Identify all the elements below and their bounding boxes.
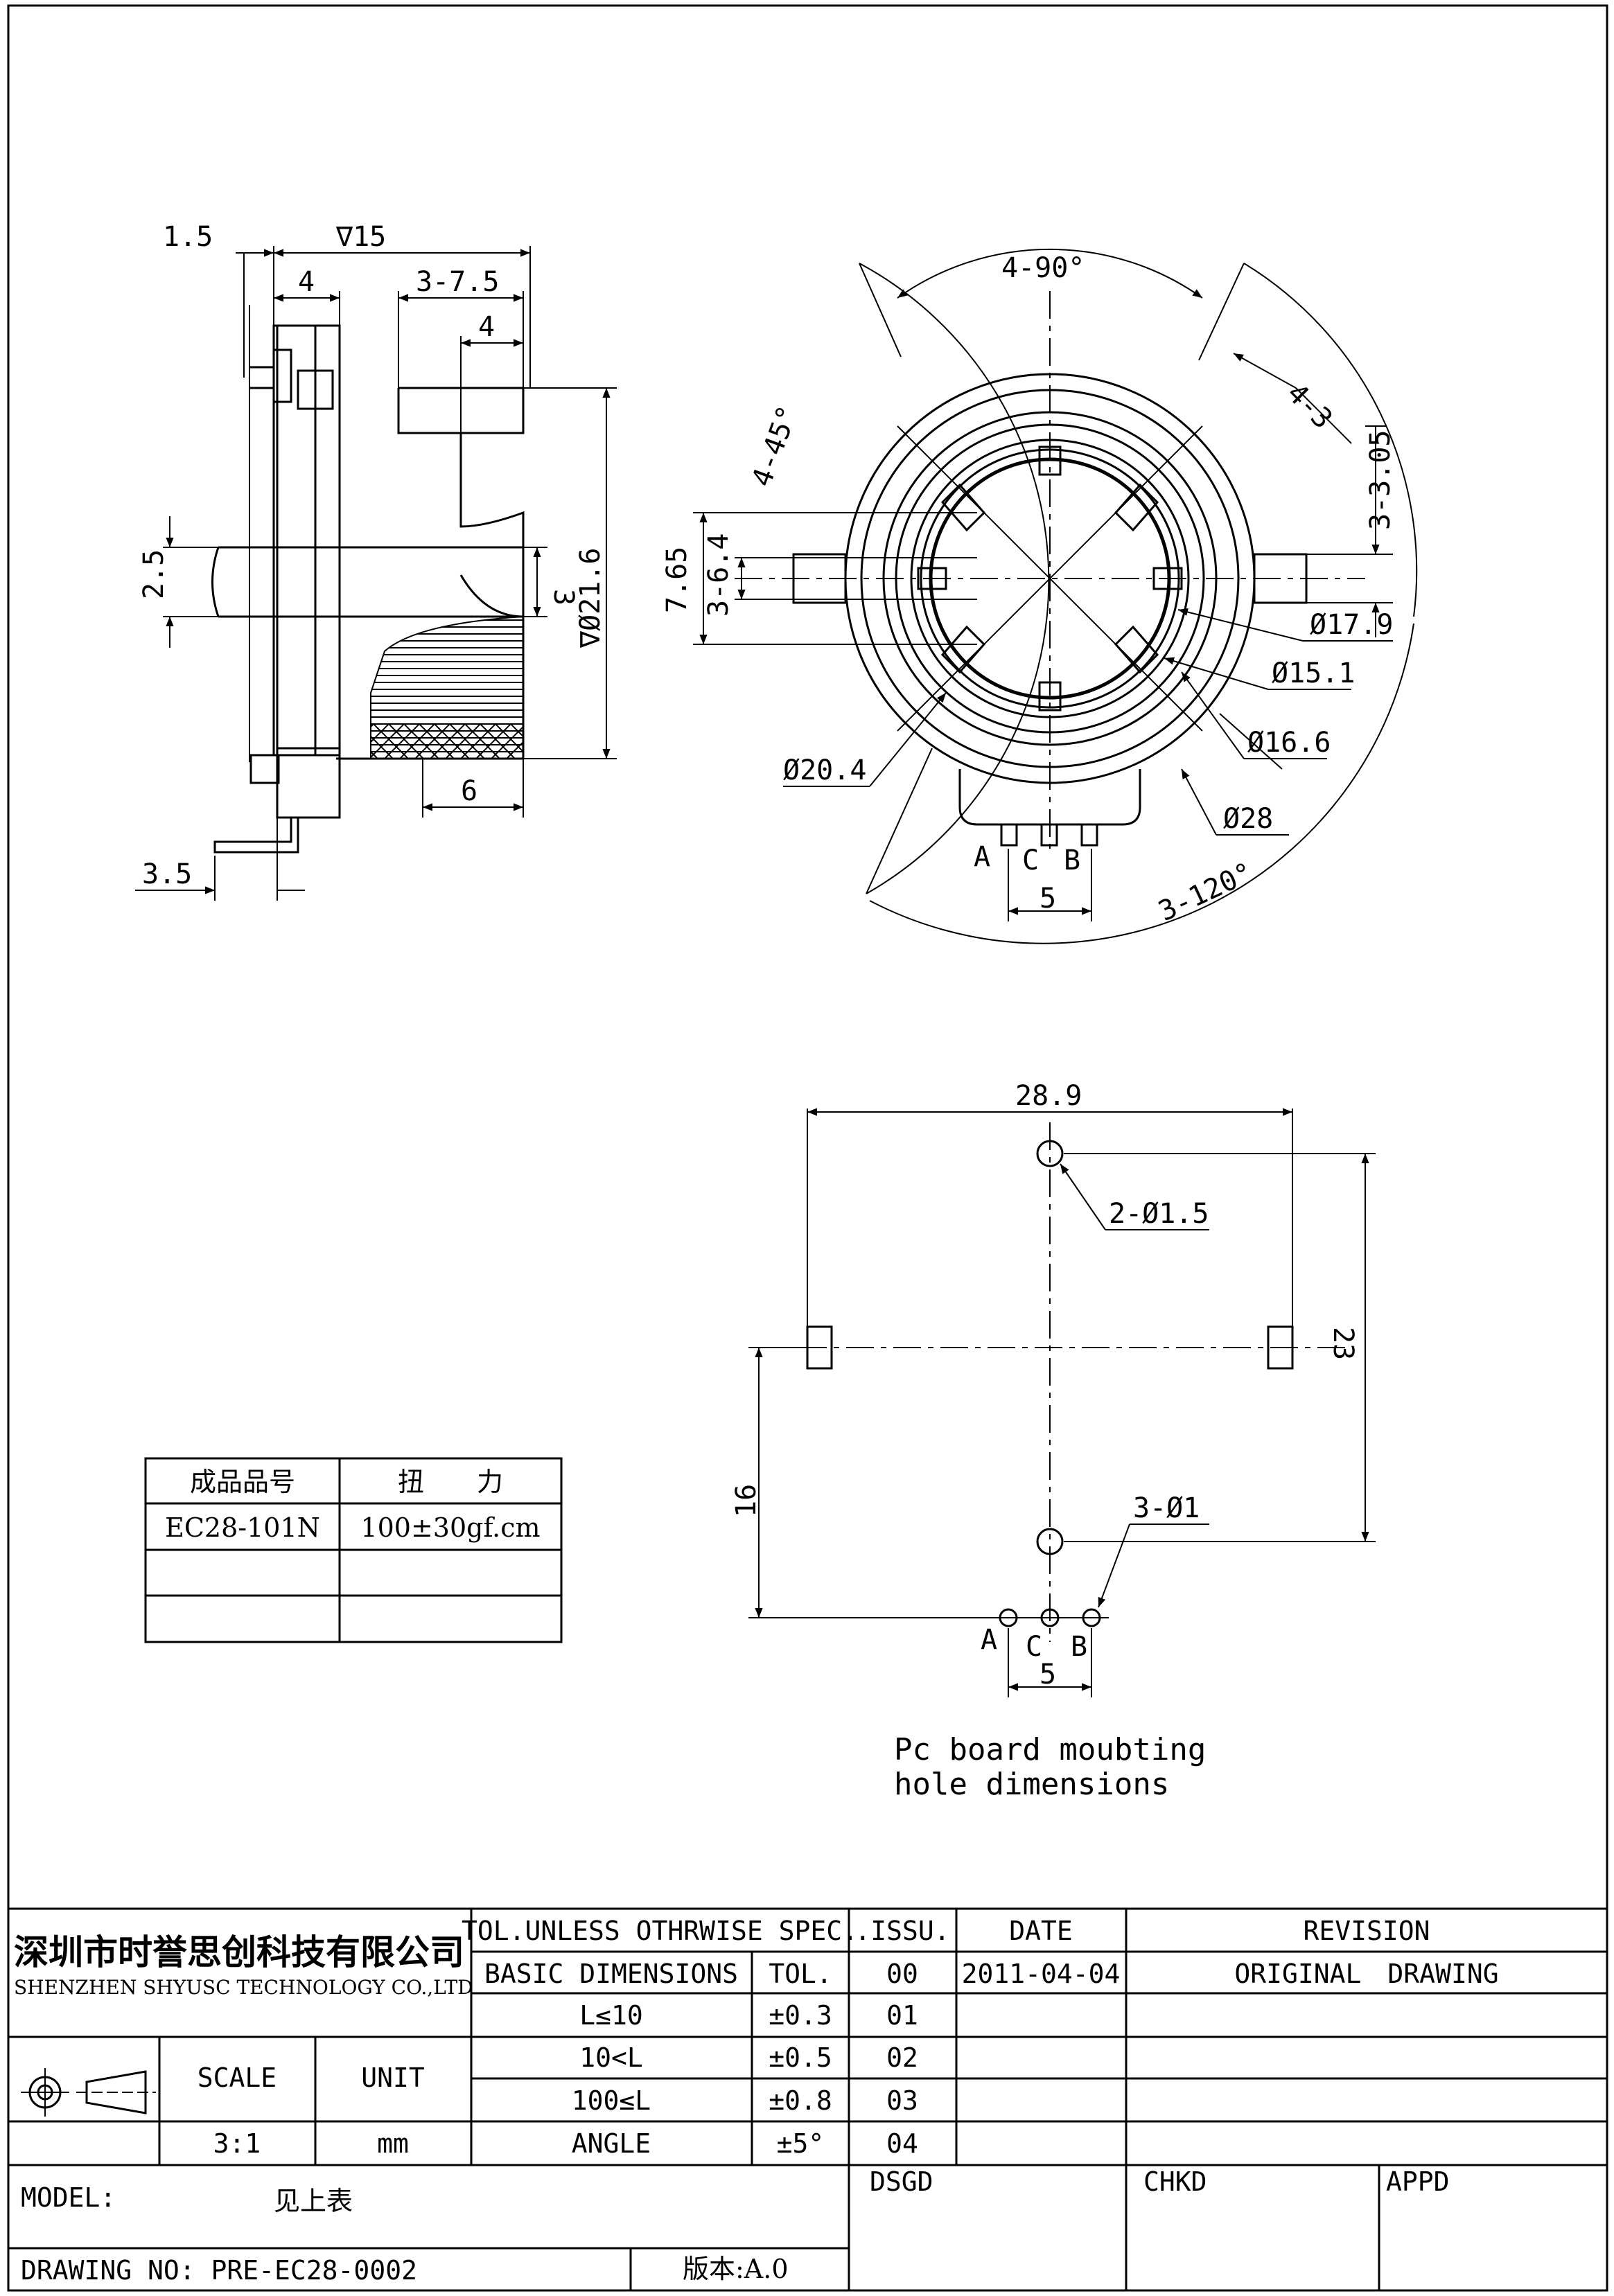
pin-c-label: C bbox=[1022, 845, 1039, 876]
issu-header: .ISSU. bbox=[854, 1916, 949, 1946]
title-block-text: 深圳市时誉思创科技有限公司 SHENZHEN SHYUSC TECHNOLOGY… bbox=[14, 1916, 1499, 2286]
dim-3-1: 3-Ø1 bbox=[1133, 1492, 1200, 1524]
tol-range-1: L≤10 bbox=[579, 2000, 643, 2031]
company-name-en: SHENZHEN SHYUSC TECHNOLOGY CO.,LTD bbox=[14, 1976, 473, 1999]
dim-7-65: 7.65 bbox=[661, 547, 693, 613]
dim-4-inner: 4 bbox=[478, 311, 495, 343]
spec-cell-torque: 100±30gf.cm bbox=[360, 1512, 540, 1543]
dim-2-5: 2.5 bbox=[138, 549, 170, 599]
tol-header: TOL.UNLESS OTHRWISE SPEC. bbox=[462, 1916, 858, 1946]
issue-00: 00 bbox=[886, 1959, 918, 1989]
dim-20-4: Ø20.4 bbox=[783, 754, 866, 786]
revision-00: ORIGINAL DRAWING bbox=[1234, 1959, 1498, 1989]
spec-table bbox=[144, 1457, 563, 1643]
tol-value-1: ±0.3 bbox=[769, 2000, 832, 2031]
dim-5-front: 5 bbox=[1040, 883, 1056, 915]
dim-15: ∇15 bbox=[335, 221, 386, 253]
version-label: 版本:A.0 bbox=[683, 2254, 789, 2284]
front-view-labels: 4-90° 4-45° 4-3 3-3.05 7.65 3-6.4 Ø17.9 … bbox=[661, 252, 1396, 928]
tol-range-3: 100≤L bbox=[572, 2085, 651, 2116]
dim-17-9: Ø17.9 bbox=[1310, 609, 1393, 641]
sheet-border bbox=[7, 4, 1608, 2292]
spec-header-torque: 扭 力 bbox=[398, 1467, 503, 1497]
dim-3: 3 bbox=[547, 589, 579, 606]
dim-28-9: 28.9 bbox=[1015, 1080, 1082, 1112]
basic-dims-label: BASIC DIMENSIONS bbox=[484, 1959, 738, 1989]
dim-16-6: Ø16.6 bbox=[1247, 727, 1331, 759]
dim-3-3-05: 3-3.05 bbox=[1365, 430, 1396, 531]
dim-23: 23 bbox=[1327, 1327, 1359, 1360]
company-name-cn: 深圳市时誉思创科技有限公司 bbox=[14, 1932, 464, 1972]
dim-6: 6 bbox=[461, 775, 477, 807]
dim-4-top: 4 bbox=[298, 266, 315, 298]
tol-range-2: 10<L bbox=[579, 2042, 643, 2073]
pin-b-label: B bbox=[1064, 845, 1080, 876]
pcb-pin-c-label: C bbox=[1026, 1631, 1042, 1663]
side-view bbox=[135, 246, 617, 901]
pin-a-label: A bbox=[974, 841, 990, 873]
unit-label: UNIT bbox=[361, 2063, 425, 2093]
unit-value: mm bbox=[377, 2128, 409, 2159]
pcb-pin-a-label: A bbox=[981, 1624, 997, 1656]
tol-value-3: ±0.8 bbox=[769, 2085, 832, 2116]
spec-header-part: 成品品号 bbox=[190, 1467, 295, 1497]
side-view-labels: 1.5 ∇15 4 3-7.5 4 2.5 3 ∇Ø21.6 6 3.5 bbox=[138, 221, 606, 890]
pcb-view bbox=[748, 1108, 1376, 1697]
tol-range-angle: ANGLE bbox=[572, 2128, 651, 2159]
dim-3-5: 3.5 bbox=[142, 858, 192, 890]
pcb-note-line2: hole dimensions bbox=[894, 1767, 1169, 1802]
front-view bbox=[693, 248, 1418, 944]
revision-header: REVISION bbox=[1303, 1916, 1430, 1946]
dim-2-1-5: 2-Ø1.5 bbox=[1109, 1198, 1209, 1230]
tol-value-2: ±0.5 bbox=[769, 2042, 832, 2073]
issue-04: 04 bbox=[886, 2128, 918, 2159]
chkd-label: CHKD bbox=[1143, 2166, 1207, 2197]
dim-3-120: 3-120° bbox=[1154, 856, 1258, 928]
model-label: MODEL: bbox=[21, 2182, 116, 2213]
model-value: 见上表 bbox=[274, 2186, 353, 2216]
dim-3-7-5: 3-7.5 bbox=[416, 266, 499, 298]
date-00: 2011-04-04 bbox=[962, 1959, 1121, 1989]
scale-label: SCALE bbox=[198, 2063, 277, 2093]
projection-symbol bbox=[21, 2068, 156, 2117]
dsgd-label: DSGD bbox=[870, 2166, 933, 2197]
spec-cell-part: EC28-101N bbox=[165, 1512, 320, 1543]
dim-1-5: 1.5 bbox=[163, 221, 213, 253]
dim-4-45: 4-45° bbox=[746, 402, 804, 491]
pcb-note-line1: Pc board moubting bbox=[894, 1732, 1206, 1767]
title-block bbox=[8, 1907, 1607, 2290]
dim-4-3: 4-3 bbox=[1281, 378, 1339, 436]
drawing-number: DRAWING NO: PRE-EC28-0002 bbox=[21, 2255, 417, 2286]
tol-label: TOL. bbox=[769, 1959, 832, 1989]
pcb-pin-b-label: B bbox=[1071, 1631, 1087, 1663]
dim-5-pcb: 5 bbox=[1040, 1659, 1056, 1690]
dim-16: 16 bbox=[730, 1484, 762, 1517]
dim-28: Ø28 bbox=[1223, 803, 1273, 835]
issue-03: 03 bbox=[886, 2085, 918, 2116]
issue-01: 01 bbox=[886, 2000, 918, 2031]
dim-3-6-4: 3-6.4 bbox=[703, 533, 735, 617]
scale-value: 3:1 bbox=[213, 2128, 261, 2159]
tol-value-angle: ±5° bbox=[777, 2128, 825, 2159]
appd-label: APPD bbox=[1386, 2166, 1450, 2197]
dim-21-6: ∇Ø21.6 bbox=[574, 548, 606, 649]
spec-table-text: 成品品号 扭 力 EC28-101N 100±30gf.cm bbox=[165, 1467, 540, 1543]
dim-4-90: 4-90° bbox=[1001, 252, 1085, 284]
dim-15-1: Ø15.1 bbox=[1272, 657, 1355, 689]
pcb-view-labels: 28.9 2-Ø1.5 23 16 3-Ø1 5 A C B Pc board … bbox=[730, 1080, 1359, 1802]
date-header: DATE bbox=[1009, 1916, 1073, 1946]
issue-02: 02 bbox=[886, 2042, 918, 2073]
